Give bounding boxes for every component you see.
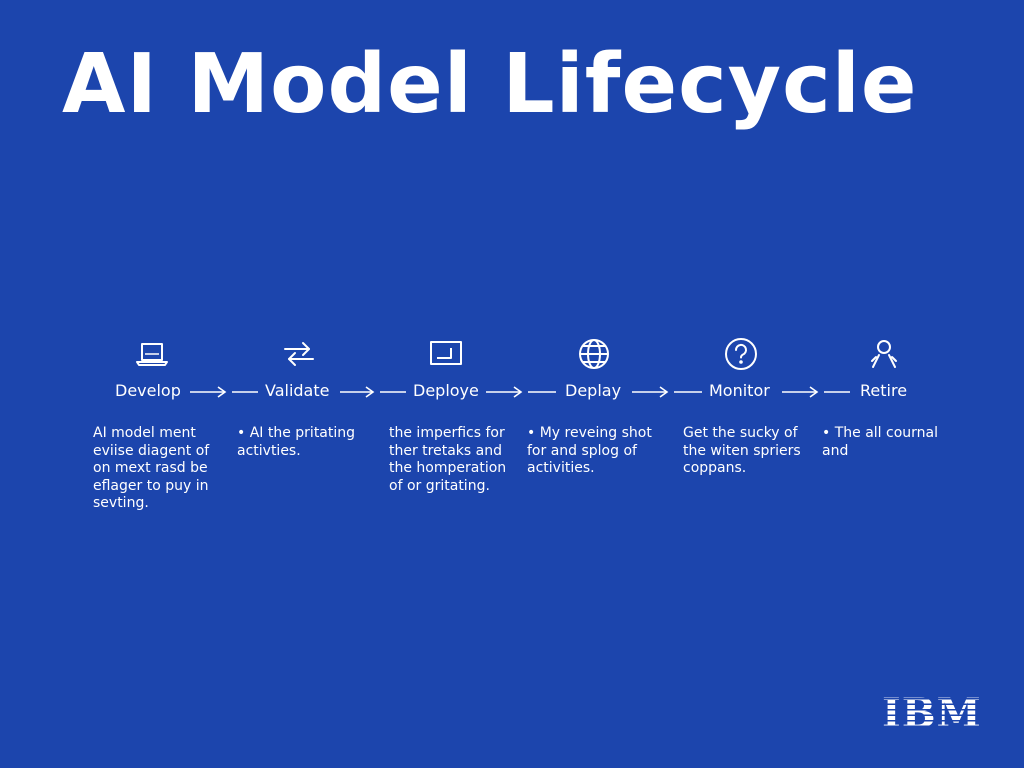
stage-label-deplay: Deplay	[565, 381, 622, 400]
flow-arrow	[340, 385, 406, 399]
globe-icon	[574, 334, 614, 374]
laptop-icon	[132, 334, 172, 374]
question-icon	[721, 334, 761, 374]
page-title: AI Model Lifecycle	[62, 37, 918, 132]
stage-label-monitor: Monitor	[709, 381, 770, 400]
ibm-logo: IBM	[882, 690, 982, 737]
monitor-icon	[426, 334, 466, 374]
stage-label-retire: Retire	[860, 381, 908, 400]
flow-arrow	[632, 385, 702, 399]
flow-arrow	[486, 385, 556, 399]
stage-label-develop: Develop	[115, 381, 181, 400]
flow-arrow	[190, 385, 258, 399]
stage-label-deploye: Deploye	[413, 381, 479, 400]
arrows-exchange-icon	[279, 334, 319, 374]
stage-label-validate: Validate	[265, 381, 330, 400]
stage-description-develop: AI model ment eviise diagent of on mext …	[93, 425, 210, 511]
stage-description-deploye: the imperfics for ther tretaks and the h…	[389, 425, 507, 494]
stage-description-deplay: • My reveing shot for and splog of activ…	[527, 425, 652, 476]
stage-description-validate: • AI the pritating activties.	[237, 425, 356, 459]
users-icon	[864, 334, 904, 374]
stage-description-retire: • The all cournal and	[822, 425, 938, 459]
flow-arrow	[782, 385, 850, 399]
stage-description-monitor: Get the sucky of the witen spriers coppa…	[683, 425, 801, 476]
